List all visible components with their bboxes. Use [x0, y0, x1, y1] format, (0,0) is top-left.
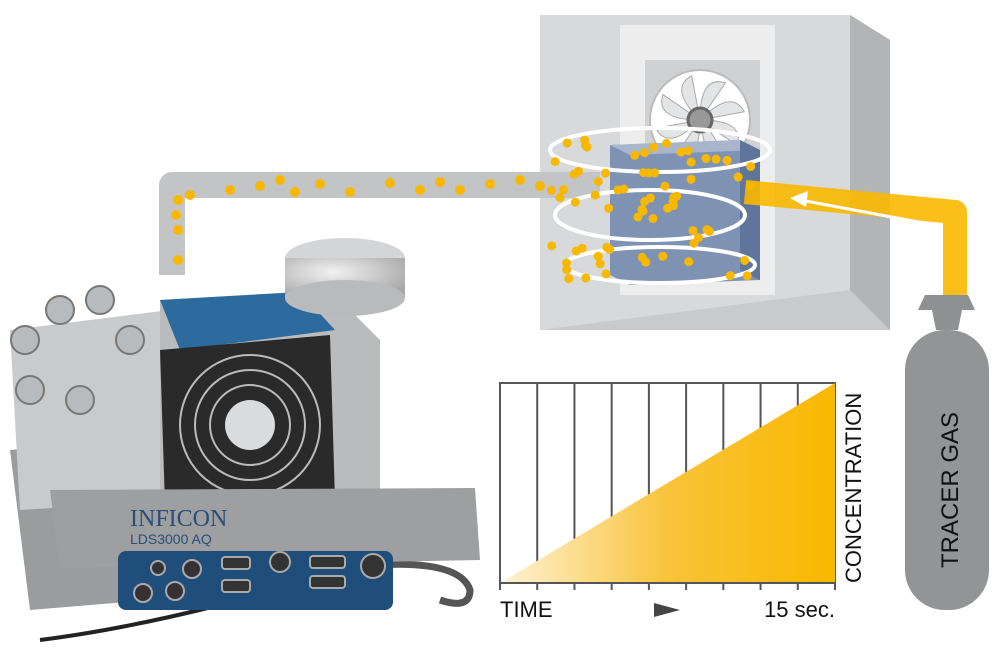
gas-particle	[733, 172, 743, 182]
gas-particle	[641, 257, 651, 267]
gas-particle	[746, 161, 756, 171]
gas-particle	[535, 181, 545, 191]
gas-particle	[561, 258, 571, 268]
connector-panel	[118, 551, 393, 610]
gas-particle	[660, 181, 670, 191]
gas-particle	[593, 251, 603, 261]
gas-particle	[601, 269, 611, 279]
gas-particle	[255, 181, 265, 191]
gas-particle	[590, 190, 600, 200]
gas-particle	[185, 190, 195, 200]
gas-particle	[688, 226, 698, 236]
brand-logo: INFICON	[130, 506, 227, 532]
gas-particle	[385, 178, 395, 188]
gas-particle	[645, 193, 655, 203]
tracer-gas-particles	[171, 135, 756, 284]
gas-particle	[173, 255, 183, 265]
gas-particle	[658, 251, 668, 261]
gas-particle	[648, 214, 658, 224]
gas-particle	[637, 204, 647, 214]
gas-particle	[547, 241, 557, 251]
tracer-gas-cylinder: TRACER GAS	[905, 295, 989, 610]
gas-particle	[173, 225, 183, 235]
gas-particle	[485, 179, 495, 189]
gas-particle	[649, 142, 659, 152]
gas-particle	[225, 185, 235, 195]
gas-particle	[546, 185, 556, 195]
gas-particle	[435, 177, 445, 187]
x-end-label: 15 sec.	[764, 597, 835, 622]
gas-particle	[725, 271, 735, 281]
sniffer-hose	[159, 172, 600, 275]
gas-particle	[722, 155, 732, 165]
x-axis-label: TIME	[500, 597, 553, 622]
time-arrow-icon	[654, 603, 680, 617]
gas-particle	[564, 274, 574, 284]
gas-particle	[555, 193, 565, 203]
gas-particle	[633, 212, 643, 222]
gas-particle	[595, 259, 605, 269]
gas-particle	[550, 157, 560, 167]
gas-particle	[684, 257, 694, 267]
gas-particle	[570, 197, 580, 207]
gas-particle	[668, 201, 678, 211]
tracer-gas-line	[743, 180, 967, 300]
gas-particle	[415, 185, 425, 195]
gas-particle	[702, 225, 712, 235]
gas-particle	[455, 185, 465, 195]
gas-particle	[315, 179, 325, 189]
leak-detector-instrument: INFICON LDS3000 AQ	[10, 238, 480, 642]
gas-particle	[630, 150, 640, 160]
gas-particle	[640, 148, 650, 158]
gas-particle	[600, 168, 610, 178]
gas-particle	[746, 180, 756, 190]
gas-particle	[173, 195, 183, 205]
gas-particle	[571, 246, 581, 256]
gas-particle	[693, 233, 703, 243]
gas-particle	[604, 203, 614, 213]
concentration-area	[500, 383, 835, 583]
gas-particle	[740, 255, 750, 265]
flow-arrow-icon	[790, 191, 808, 207]
cylinder-label: TRACER GAS	[937, 412, 964, 568]
gas-particle	[290, 187, 300, 197]
gas-particle	[515, 175, 525, 185]
gas-particle	[644, 168, 654, 178]
model-label: LDS3000 AQ	[130, 531, 212, 547]
gas-particle	[580, 135, 590, 145]
gas-particle	[676, 147, 686, 157]
gas-particle	[711, 154, 721, 164]
y-axis-label: CONCENTRATION	[841, 393, 866, 583]
gas-particle	[345, 187, 355, 197]
gas-particle	[581, 273, 591, 283]
gas-particle	[275, 175, 285, 185]
gas-particle	[171, 210, 181, 220]
concentration-chart: TIME 15 sec. CONCENTRATION	[499, 382, 866, 622]
gas-particle	[701, 153, 711, 163]
gas-particle	[602, 242, 612, 252]
gas-particle	[558, 185, 568, 195]
gas-particle	[562, 265, 572, 275]
gas-particle	[574, 166, 584, 176]
gas-particle	[742, 271, 752, 281]
gas-particle	[593, 176, 603, 186]
gas-particle	[661, 138, 671, 148]
gas-particle	[683, 146, 693, 156]
gas-particle	[562, 138, 572, 148]
gas-particle	[686, 174, 696, 184]
gas-particle	[686, 157, 696, 167]
gas-particle	[613, 185, 623, 195]
